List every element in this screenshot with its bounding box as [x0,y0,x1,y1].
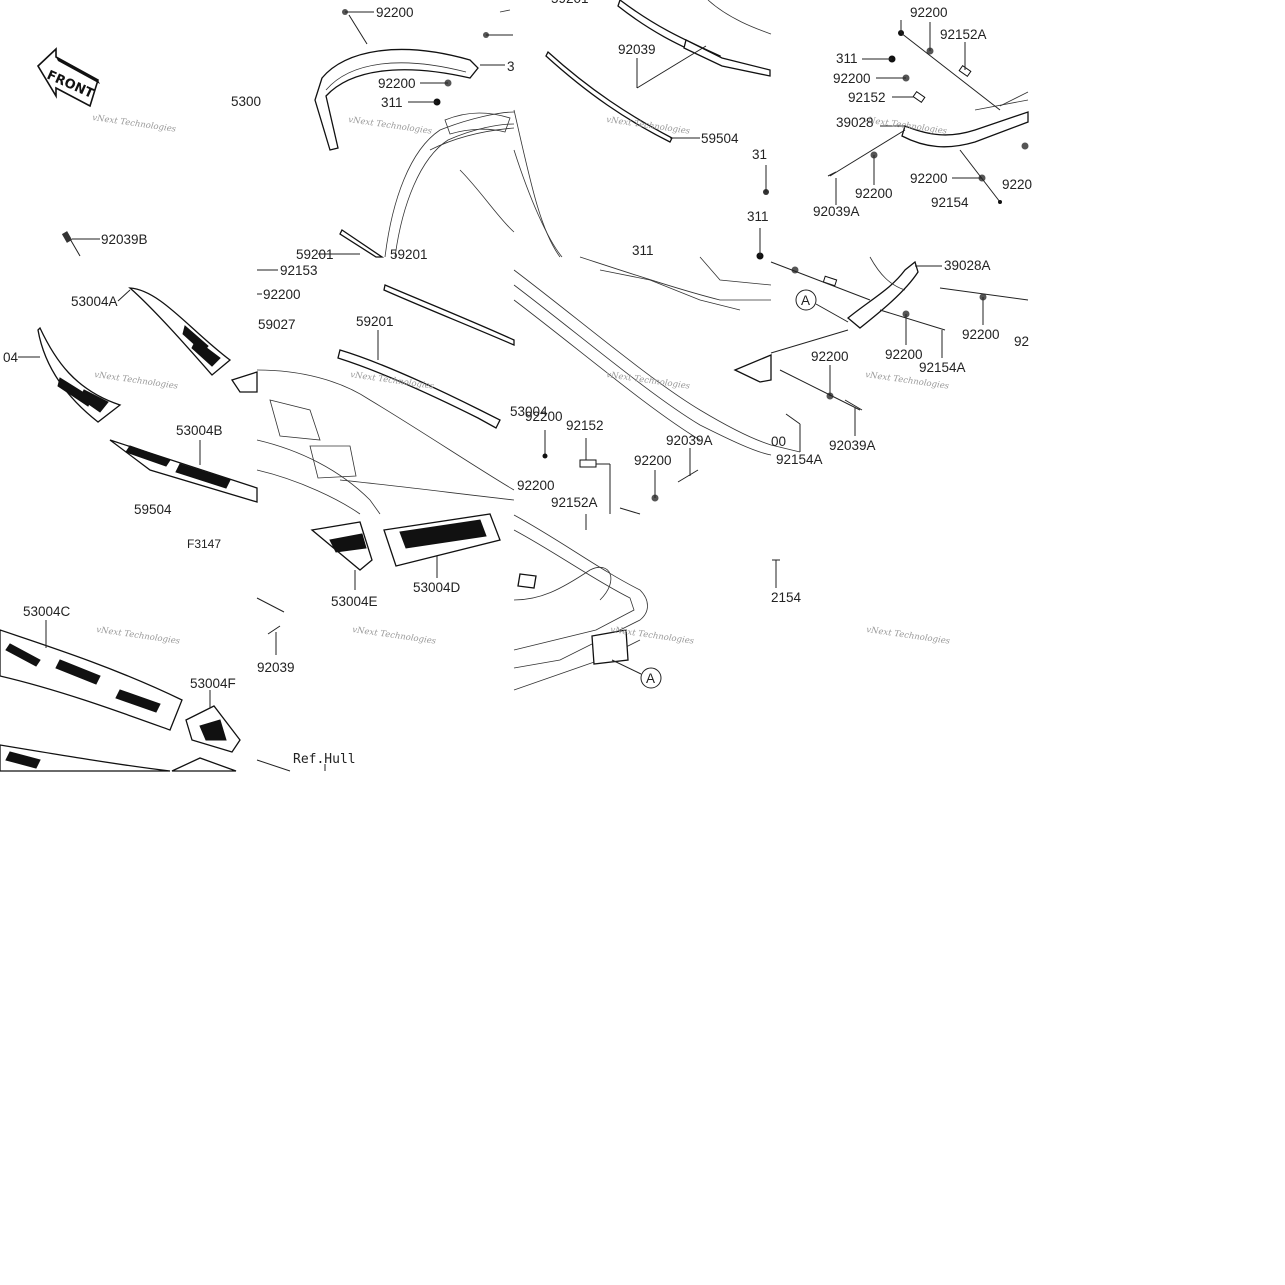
part-label: 92039A [813,204,860,219]
part-label: 92200 [910,171,948,186]
part-label: 92200 [634,453,672,468]
tile-hull-side [513,256,772,514]
part-label: 59201 [296,247,334,262]
part-label: 53004D [413,580,461,595]
tile-front-bumper [314,9,515,258]
part-label: 311 [381,95,403,110]
tile-rub-rail-front [513,0,772,260]
part-label: 92039A [829,438,876,453]
part-label: 92 [1014,334,1029,349]
watermark: vNext Technologies [96,625,182,647]
figure-code: F3147 [187,537,221,551]
front-arrow-icon: FRONT [36,47,100,108]
part-label: 92200 [885,347,923,362]
tile-rear-handle [827,20,1029,205]
ref-hull-label: Ref.Hull [293,752,356,767]
part-label: 92153 [280,263,318,278]
part-label: 53004B [176,423,223,438]
part-label: 311 [632,243,654,258]
part-label: 92152 [848,90,886,105]
part-label: 92039 [257,660,295,675]
part-label: 92200 [517,478,555,493]
watermark: vNext Technologies [866,625,952,647]
watermark: vNext Technologies [92,113,178,135]
part-label: 59504 [134,502,172,517]
part-label: 2154 [771,590,802,605]
part-labels: 92200 92200 311 5300 3 92039B 59201 9203… [3,0,1032,767]
watermark: vNext Technologies [606,370,692,392]
watermark: vNext Technologies [94,370,180,392]
part-label: 04 [3,350,19,365]
tile-front-deck [61,231,100,257]
watermark: vNext Technologies [606,115,692,137]
part-label: 39028A [944,258,991,273]
tile-lower-deck [256,513,501,772]
part-label: 92152 [566,418,604,433]
part-label: 53004F [190,676,236,691]
part-label: 31 [752,147,767,162]
part-label: 39028 [836,115,874,130]
part-label: 9220 [1002,177,1032,192]
callout-a-bottom: A [646,671,655,686]
part-label: 92200 [263,287,301,302]
watermarks: vNext Technologies vNext Technologies vN… [92,113,952,647]
part-label: 311 [747,209,769,224]
watermark: vNext Technologies [352,625,438,647]
part-label: 59027 [258,317,296,332]
part-label: 59504 [701,131,739,146]
tile-pin-detail [772,559,780,588]
part-label: 00 [771,434,786,449]
part-label: 53004A [71,294,118,309]
part-label: 59201 [390,247,428,262]
part-label: 92200 [811,349,849,364]
part-label: 92200 [525,409,563,424]
part-label: 311 [836,51,858,66]
part-label: 92200 [376,5,414,20]
part-label: 92154 [931,195,969,210]
tile-rear-handle-assembly: A [770,256,1029,453]
part-label: 59201 [356,314,394,329]
part-label: 92200 [962,327,1000,342]
part-label: 92039 [618,42,656,57]
part-label: 53004 [510,404,548,419]
part-label: 3 [507,59,515,74]
part-label: 53004C [23,604,71,619]
part-label: 92200 [910,5,948,20]
part-label: 5300 [231,94,261,109]
part-label: 92200 [378,76,416,91]
part-label: 92152A [551,495,598,510]
part-label: 92154A [776,452,823,467]
tile-rear-hull: A [513,507,662,691]
part-label: 92154A [919,360,966,375]
part-label: 53004E [331,594,378,609]
tile-deck-center [256,269,515,515]
tile-lower-decals [0,620,241,772]
part-label: 92039B [101,232,148,247]
callout-a-top: A [801,293,810,308]
part-label: 59201 [551,0,589,6]
watermark: vNext Technologies [348,115,434,137]
part-label: 92200 [833,71,871,86]
part-label: 92152A [940,27,987,42]
part-label: 92200 [855,186,893,201]
part-label: 92039A [666,433,713,448]
tile-side-decals [18,287,258,503]
